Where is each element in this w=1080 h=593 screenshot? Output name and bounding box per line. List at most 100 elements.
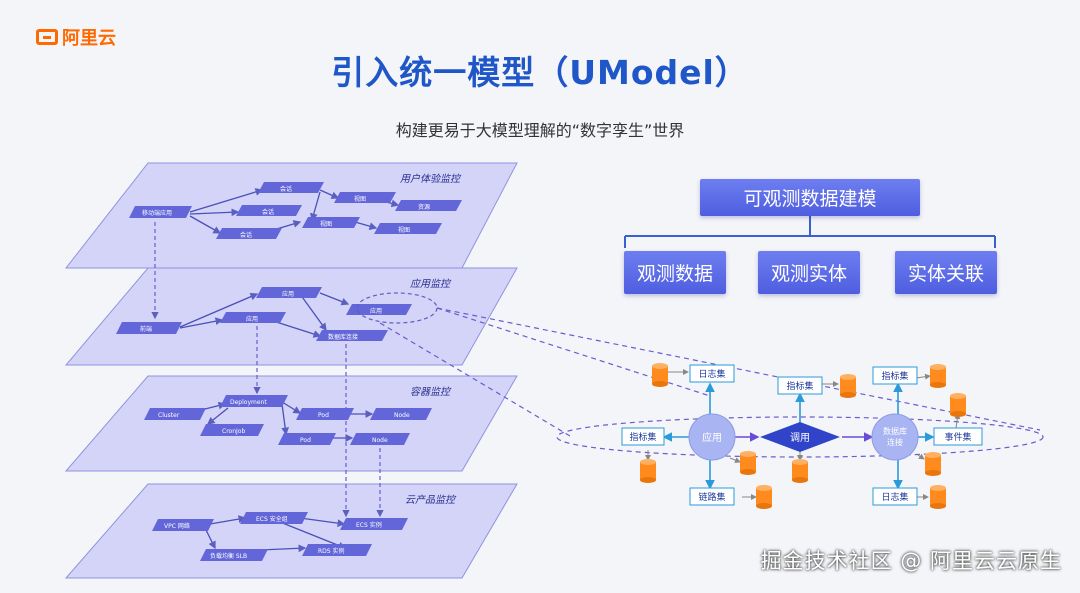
modeling-item-entity: 观测实体 [758,251,860,294]
database-icon [930,485,946,509]
app-node-db-conn: 数据库连接 [316,330,388,341]
database-icon [840,374,856,398]
svg-text:前端: 前端 [140,325,152,333]
ux-node-session-2: 会话 [236,205,302,216]
projection-lines [379,307,1041,437]
cloud-node-vpc: VPC 网络 [152,519,214,531]
container-nodes: Cluster Deployment CronJob Pod Pod Node … [144,395,432,445]
svg-text:资源: 资源 [418,203,430,211]
database-icon [792,459,808,483]
svg-text:CronJob: CronJob [222,428,245,435]
ux-node-view-1: 视图 [334,192,396,203]
set-box-log-right: 日志集 [872,487,918,506]
container-node-cronjob: CronJob [200,424,264,436]
layer-plane-cloud [64,483,518,579]
database-icon [756,485,772,509]
cloud-nodes: VPC 网络 ECS 安全组 负载均衡 SLB ECS 实例 RDS 实例 [152,512,408,561]
aliyun-logo-icon [36,29,58,45]
modeling-item-relation: 实体关联 [895,251,997,294]
database-icon [640,459,656,483]
set-box-event: 事件集 [933,427,983,446]
app-nodes: 前端 应用 应用 数据库连接 应用 [116,287,438,341]
container-node-deployment: Deployment [220,395,288,407]
ux-node-session-3: 会话 [216,228,282,239]
app-node-frontend: 前端 [116,322,182,334]
svg-text:会话: 会话 [262,208,274,216]
layer-label-container: 容器监控 [410,386,452,398]
svg-text:指标集: 指标集 [786,380,813,392]
svg-text:应用: 应用 [282,290,294,298]
cloud-node-ecs-sg: ECS 安全组 [240,512,308,524]
cloud-node-ecs: ECS 实例 [340,518,408,530]
graph-set-boxes: 日志集 指标集 链路集 指标集 指标集 事件集 日志集 [621,364,983,506]
svg-text:调用: 调用 [790,432,810,444]
container-node-cluster: Cluster [144,408,206,420]
brand-logo-text: 阿里云 [62,28,116,49]
database-icon [652,363,668,387]
graph-entity-db-conn: 数据库 连接 [871,413,919,461]
page-title: 引入统一模型（UModel） [331,53,749,92]
svg-text:数据库: 数据库 [883,426,907,436]
svg-text:ECS 实例: ECS 实例 [356,521,382,529]
container-node-node-1: Node [370,408,432,420]
layer-label-app: 应用监控 [410,278,452,290]
cloud-node-rds: RDS 实例 [302,544,372,556]
svg-text:Pod: Pod [318,412,329,419]
ux-nodes: 移动端应用 会话 会话 会话 视图 视图 资源 视图 [129,182,462,239]
svg-text:日志集: 日志集 [698,368,725,380]
app-node-app-1: 应用 [256,287,322,298]
database-icon [950,393,966,417]
svg-text:Node: Node [394,412,410,419]
svg-text:数据库连接: 数据库连接 [328,333,358,341]
watermark: 掘金技术社区 @ 阿里云云原生 [760,549,1062,573]
page-subtitle: 构建更易于大模型理解的“数字孪生”世界 [395,121,685,140]
svg-text:指标集: 指标集 [881,370,908,382]
svg-text:移动端应用: 移动端应用 [142,209,172,217]
cloud-node-slb: 负载均衡 SLB [200,549,268,561]
modeling-top-box: 可观测数据建模 [700,179,920,216]
graph-set-edges [662,382,935,490]
ux-node-mobile-app: 移动端应用 [129,206,192,218]
svg-text:视图: 视图 [320,220,332,228]
svg-text:视图: 视图 [398,226,410,234]
graph-relation-call: 调用 [760,422,840,452]
layer-plane-app [64,267,518,366]
ux-node-resource: 资源 [395,200,462,211]
modeling-brace [624,216,996,248]
svg-text:Deployment: Deployment [230,399,267,406]
set-box-metric-mid: 指标集 [777,376,823,395]
container-node-pod-1: Pod [296,408,354,420]
svg-text:应用: 应用 [246,315,258,323]
set-box-trace: 链路集 [689,487,735,506]
set-box-log-left: 日志集 [689,364,735,383]
svg-text:日志集: 日志集 [881,491,908,503]
svg-text:会话: 会话 [280,185,292,193]
svg-text:事件集: 事件集 [944,431,971,443]
container-node-node-2: Node [350,433,410,445]
graph-entity-app: 应用 [688,413,736,461]
svg-text:连接: 连接 [887,437,903,447]
svg-text:链路集: 链路集 [698,491,725,503]
layer-label-cloud: 云产品监控 [405,494,457,506]
ux-node-view-3: 视图 [374,223,442,234]
container-node-pod-2: Pod [278,433,336,445]
cross-layer-edges [151,222,384,518]
database-icon [740,451,756,475]
modeling-item-data: 观测数据 [624,251,726,294]
svg-text:负载均衡 SLB: 负载均衡 SLB [210,552,247,560]
svg-text:Node: Node [372,437,388,444]
ux-node-view-2: 视图 [302,217,360,228]
svg-text:VPC 网络: VPC 网络 [164,522,190,530]
database-icon [930,364,946,388]
layer-plane-container [64,375,518,472]
app-node-app-2: 应用 [220,312,286,323]
svg-text:视图: 视图 [354,195,366,203]
ux-node-session-1: 会话 [258,182,324,193]
svg-text:会话: 会话 [240,231,252,239]
brand-logo: 阿里云 [36,24,116,50]
app-node-app-3: 应用 [346,304,412,315]
database-icon [925,452,941,476]
svg-text:应用: 应用 [702,431,722,444]
svg-text:Pod: Pod [300,437,311,444]
